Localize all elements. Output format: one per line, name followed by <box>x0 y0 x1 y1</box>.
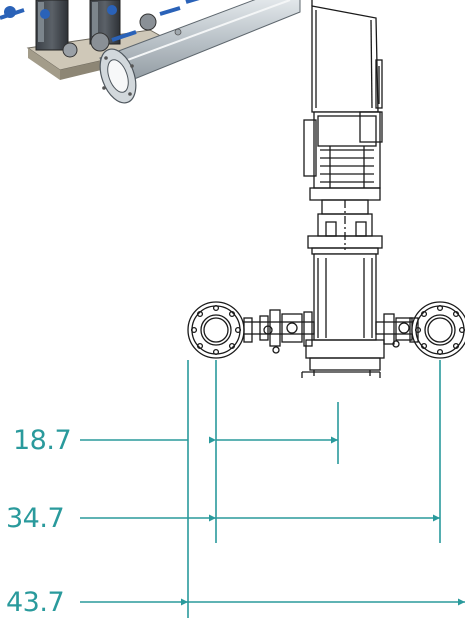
dimension-label-18-7: 18.7 <box>13 425 72 456</box>
pump-chamber <box>313 253 377 341</box>
dimension-annotations <box>80 360 465 618</box>
dimension-label-34-7: 34.7 <box>6 503 65 534</box>
control-cabinet <box>311 5 379 113</box>
dimension-label-43-7: 43.7 <box>6 587 65 618</box>
pump-elevation-drawing <box>187 0 465 378</box>
pump-skid-3d-view <box>0 0 301 104</box>
